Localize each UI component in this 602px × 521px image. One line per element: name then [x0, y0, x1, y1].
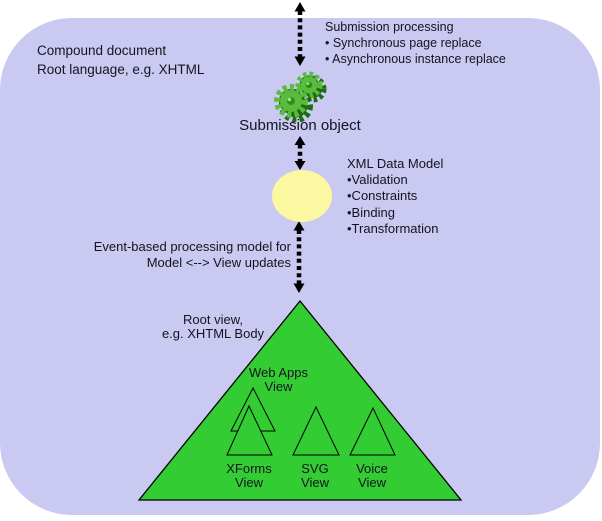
- xforms-view-line2: View: [235, 474, 263, 490]
- svg-view-line2: View: [301, 474, 329, 490]
- svg-view-label: SVG View: [280, 462, 350, 489]
- gears-icon: [274, 71, 327, 122]
- svg-view-line1: SVG: [301, 461, 329, 476]
- xml-data-model-note: XML Data Model •Validation •Constraints …: [347, 156, 443, 237]
- xml-data-model-bullet-1: •Validation: [347, 172, 408, 188]
- root-view-line1: Root view,: [183, 312, 243, 327]
- dashed-double-arrow-top: [294, 2, 306, 66]
- xml-data-model-title: XML Data Model: [347, 156, 444, 171]
- dashed-double-arrow-middle: [294, 136, 306, 170]
- xml-data-model-bullet-2: •Constraints: [347, 188, 418, 204]
- xforms-view-line1: XForms: [226, 461, 272, 476]
- submission-processing-note: Submission processing • Synchronous page…: [325, 19, 506, 67]
- svg-view-triangle: [292, 405, 340, 456]
- compound-document-line1: Compound document: [37, 43, 167, 58]
- event-processing-line1: Event-based processing model for: [93, 239, 291, 254]
- compound-document-line2: Root language, e.g. XHTML: [37, 61, 205, 77]
- submission-processing-title: Submission processing: [325, 20, 454, 34]
- xml-data-model-bullet-4: •Transformation: [347, 220, 439, 236]
- web-apps-view-label: Web Apps View: [238, 366, 319, 393]
- voice-view-triangle: [349, 406, 396, 456]
- gear-large: [274, 84, 313, 122]
- gear-small: [295, 71, 327, 103]
- web-apps-line2: View: [264, 378, 293, 394]
- web-apps-line1: Web Apps: [248, 365, 309, 380]
- event-processing-note: Event-based processing model for Model <…: [40, 239, 291, 270]
- root-view-label: Root view, e.g. XHTML Body: [133, 313, 293, 341]
- voice-view-label: Voice View: [337, 462, 407, 489]
- xml-data-model-ellipse: [272, 170, 332, 222]
- root-view-line2: e.g. XHTML Body: [161, 326, 265, 341]
- xforms-view-triangle: [226, 404, 273, 456]
- xml-data-model-bullet-3: •Binding: [347, 204, 395, 220]
- submission-object-label: Submission object: [239, 117, 361, 134]
- event-processing-line2: Model <--> View updates: [146, 254, 291, 270]
- voice-view-line1: Voice: [356, 461, 388, 476]
- compound-document-label: Compound document Root language, e.g. XH…: [37, 42, 204, 79]
- voice-view-line2: View: [358, 474, 386, 490]
- dashed-double-arrow-bottom: [293, 221, 305, 293]
- submission-processing-bullet-1: • Synchronous page replace: [325, 36, 482, 50]
- xforms-view-label: XForms View: [214, 462, 284, 489]
- submission-processing-bullet-2: • Asynchronous instance replace: [325, 52, 506, 66]
